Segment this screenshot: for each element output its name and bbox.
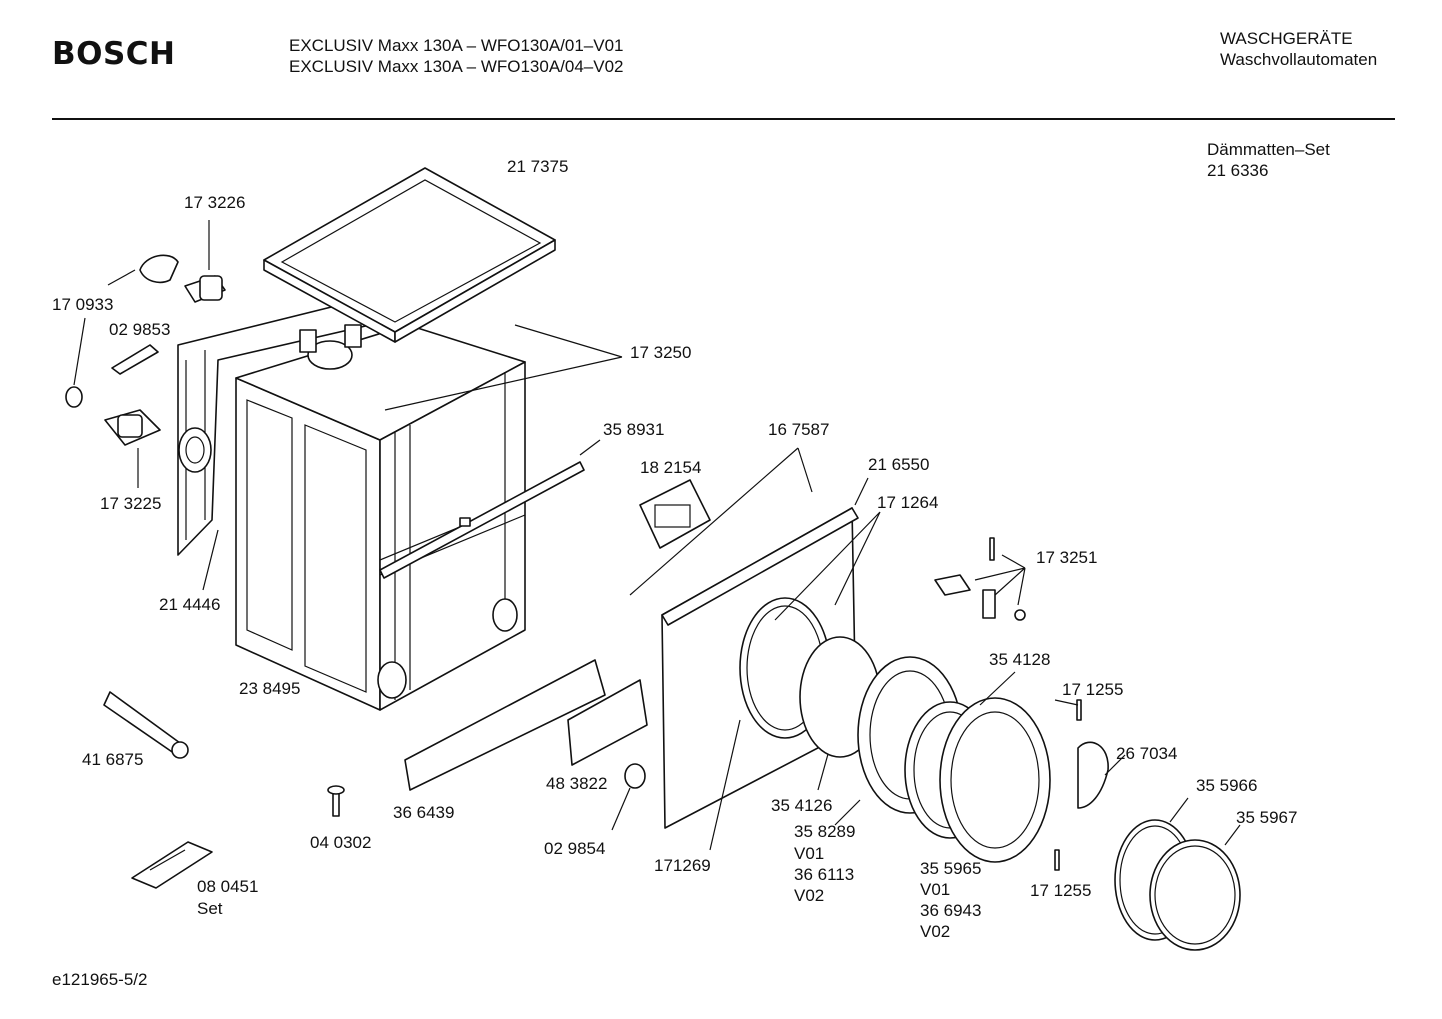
part-355966: 35 5966 <box>1196 776 1258 795</box>
control-panel-trim <box>404 659 606 791</box>
small-parts-right <box>934 537 1082 871</box>
part-267034: 26 7034 <box>1116 744 1178 763</box>
insulation-set-number: 21 6336 <box>1207 161 1269 180</box>
part-354126: 35 4126 <box>771 796 833 815</box>
model-line-1: EXCLUSIV Maxx 130A – WFO130A/01–V01 <box>289 36 624 55</box>
part-173250: 17 3250 <box>630 343 692 362</box>
detergent-drawer <box>567 679 648 766</box>
part-358289: 35 8289 <box>794 822 856 841</box>
part-167587: 16 7587 <box>768 420 830 439</box>
part-182154: 18 2154 <box>640 458 702 477</box>
part-366113: 36 6113 <box>794 865 855 884</box>
part-029853: 02 9853 <box>109 320 171 339</box>
part-173251: 17 3251 <box>1036 548 1098 567</box>
cabinet-housing <box>235 324 526 711</box>
door-outer-ring <box>939 697 1051 863</box>
part-366439: 36 6439 <box>393 803 455 822</box>
part-080451: 08 0451 <box>197 877 259 896</box>
category-line-1: WASCHGERÄTE <box>1220 29 1353 48</box>
part-416875: 41 6875 <box>82 750 144 769</box>
part-171264: 17 1264 <box>877 493 939 512</box>
part-358931: 35 8931 <box>603 420 665 439</box>
door-handle <box>1077 741 1109 809</box>
seal-rings <box>1114 819 1241 951</box>
part-355967: 35 5967 <box>1236 808 1298 827</box>
part-171255-top: 17 1255 <box>1062 680 1124 699</box>
header-divider <box>52 118 1395 120</box>
traverse-bar <box>379 461 585 579</box>
screw <box>327 785 345 817</box>
part-483822: 48 3822 <box>546 774 608 793</box>
insulation-set-label: Dämmatten–Set <box>1207 140 1330 159</box>
part-173225: 17 3225 <box>100 494 162 513</box>
top-cover <box>263 167 556 343</box>
category-line-2: Waschvollautomaten <box>1220 50 1378 69</box>
part-029854: 02 9854 <box>544 839 606 858</box>
part-171255-bottom: 17 1255 <box>1030 881 1092 900</box>
part-366113-version: V02 <box>794 886 825 905</box>
part-214446: 21 4446 <box>159 595 221 614</box>
part-170933: 17 0933 <box>52 295 114 314</box>
part-171269: 171269 <box>654 856 711 875</box>
brand-logo: BOSCH <box>52 36 176 72</box>
wrench-tool <box>103 691 189 759</box>
leader-lines <box>73 220 1241 851</box>
drawing-id: e121965-5/2 <box>52 970 148 989</box>
part-040302: 04 0302 <box>310 833 372 852</box>
part-358289-version: V01 <box>794 844 825 863</box>
part-080451-set: Set <box>197 899 223 918</box>
model-line-2: EXCLUSIV Maxx 130A – WFO130A/04–V02 <box>289 57 624 76</box>
part-355965-version: V01 <box>920 880 951 899</box>
transport-bracket <box>131 841 213 889</box>
small-parts-left <box>65 254 226 446</box>
part-173226: 17 3226 <box>184 193 246 212</box>
door-lock <box>639 479 711 549</box>
part-366943: 36 6943 <box>920 901 982 920</box>
part-217375: 21 7375 <box>507 157 569 176</box>
part-216550: 21 6550 <box>868 455 930 474</box>
part-355965: 35 5965 <box>920 859 982 878</box>
part-238495: 23 8495 <box>239 679 301 698</box>
part-354128: 35 4128 <box>989 650 1051 669</box>
front-panel <box>661 507 859 829</box>
knob <box>624 763 646 789</box>
part-366943-version: V02 <box>920 922 951 941</box>
